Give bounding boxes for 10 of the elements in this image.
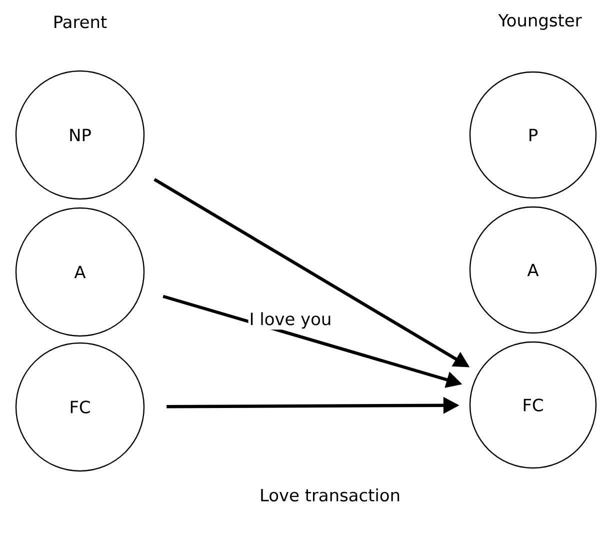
circle-node: FC — [15, 342, 145, 472]
circle-node: FC — [469, 341, 597, 469]
circle-node: A — [15, 207, 145, 337]
circle-node: A — [469, 206, 597, 334]
column-heading: Youngster — [498, 14, 582, 30]
circle-node: P — [469, 71, 597, 199]
circle-node: NP — [15, 70, 145, 200]
column-heading: Parent — [54, 16, 107, 28]
caption: Love transaction — [261, 488, 400, 502]
edge-label: I love you — [248, 311, 333, 330]
